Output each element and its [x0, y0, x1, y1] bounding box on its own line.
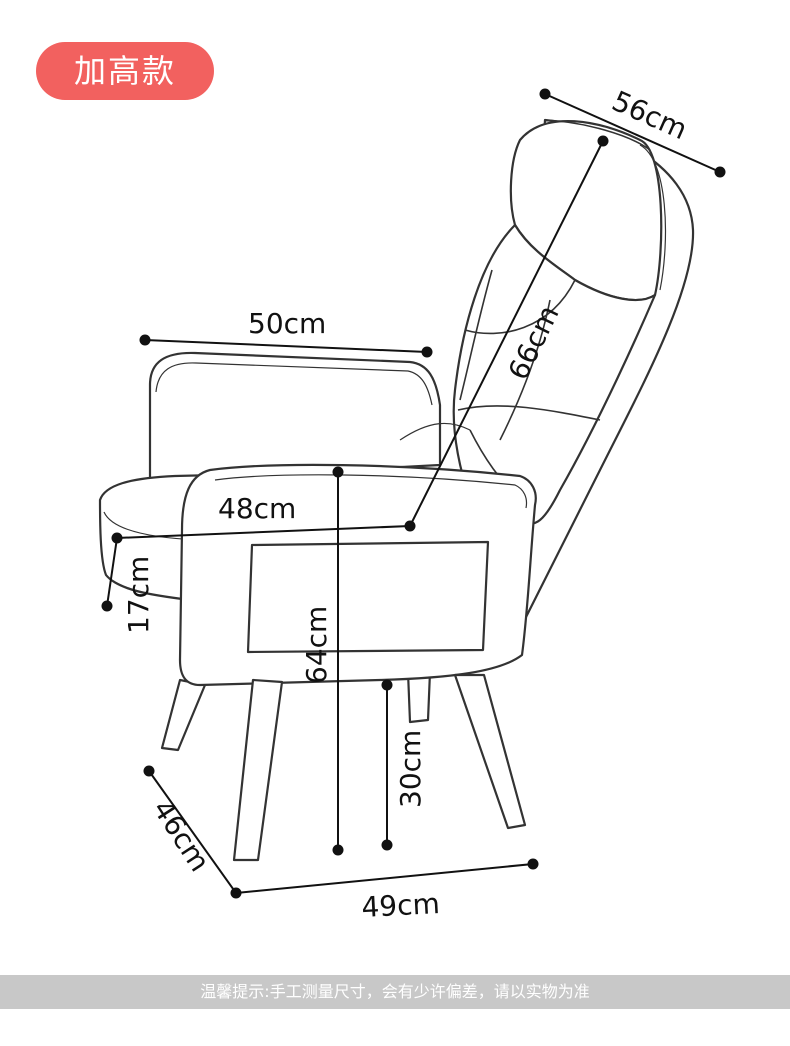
chair-pocket: [246, 540, 490, 654]
label-total-height: 64cm: [300, 606, 333, 684]
label-base-width: 49cm: [361, 887, 441, 924]
measure-total-height: 64cm: [300, 466, 344, 856]
label-armrest-depth: 50cm: [248, 307, 326, 340]
label-base-depth: 46cm: [146, 794, 216, 878]
label-cushion-thickness: 17cm: [122, 556, 155, 634]
measure-base-width: 49cm: [235, 858, 539, 924]
label-seat-width: 48cm: [218, 492, 296, 525]
chair-armrest-left: [148, 351, 442, 482]
chair-leg-back-left: [160, 678, 207, 752]
measurement-note: 温馨提示:手工测量尺寸，会有少许偏差，请以实物为准: [0, 975, 790, 1009]
measure-armrest-depth: 50cm: [139, 307, 433, 358]
chair-leg-front-left: [232, 678, 284, 862]
measure-seat-height: 30cm: [381, 679, 427, 851]
chair-backrest: [452, 223, 657, 525]
measure-cushion-thickness: 17cm: [101, 537, 155, 634]
measure-seat-width: 48cm: [111, 492, 411, 544]
chair-leg-front-right: [453, 673, 527, 830]
model-badge: 加高款: [36, 42, 214, 100]
label-seat-height: 30cm: [394, 730, 427, 808]
measure-base-depth: 46cm: [143, 765, 242, 899]
